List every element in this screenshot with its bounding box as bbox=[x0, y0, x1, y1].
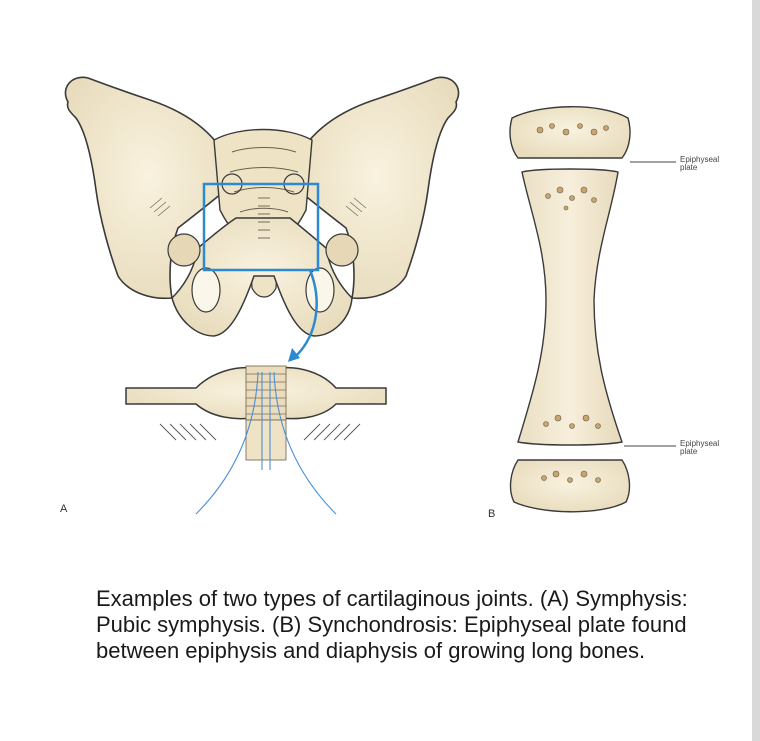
panel-b-label: B bbox=[488, 508, 496, 520]
distal-epiphysis bbox=[509, 459, 631, 513]
scrollbar[interactable] bbox=[752, 0, 760, 741]
pelvis-illustration bbox=[64, 76, 460, 337]
magnify-arrow bbox=[295, 269, 318, 357]
diaphysis bbox=[517, 168, 623, 446]
pubic-symphysis-detail bbox=[125, 365, 387, 515]
cartilaginous-joints-illustration bbox=[64, 76, 676, 515]
epiphyseal-plate-label-top: Epiphyseal plate bbox=[680, 155, 720, 172]
long-bone-illustration bbox=[509, 106, 676, 513]
figure-caption: Examples of two types of cartilaginous j… bbox=[96, 586, 688, 663]
panel-a-label: A bbox=[60, 503, 68, 515]
proximal-epiphysis bbox=[509, 106, 631, 159]
pubic-rami bbox=[171, 217, 353, 337]
symphysis-highlight-box bbox=[202, 182, 320, 272]
left-obturator-foramen bbox=[191, 267, 221, 313]
right-obturator-foramen bbox=[305, 267, 335, 313]
epiphyseal-plate-label-bottom: Epiphyseal plate bbox=[680, 439, 720, 456]
